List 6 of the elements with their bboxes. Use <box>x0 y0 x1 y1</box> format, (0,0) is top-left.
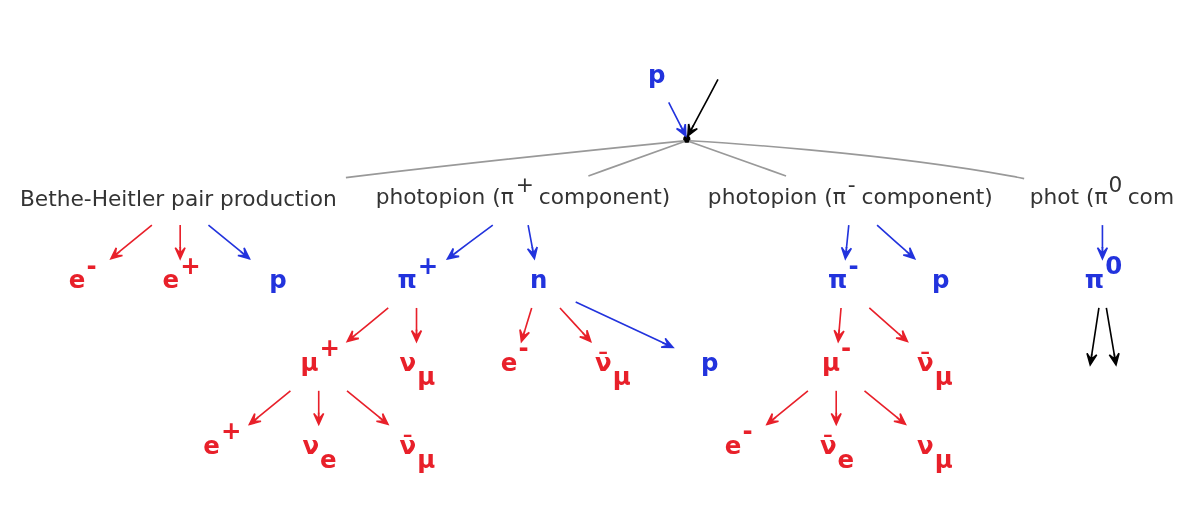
node-text: p <box>931 264 950 294</box>
node-text: p <box>648 59 666 88</box>
node-text: p <box>269 264 287 294</box>
node-text: n <box>529 264 548 294</box>
node-text: p <box>701 347 719 377</box>
node-text: Bethe-Heitler pair production <box>19 185 337 211</box>
